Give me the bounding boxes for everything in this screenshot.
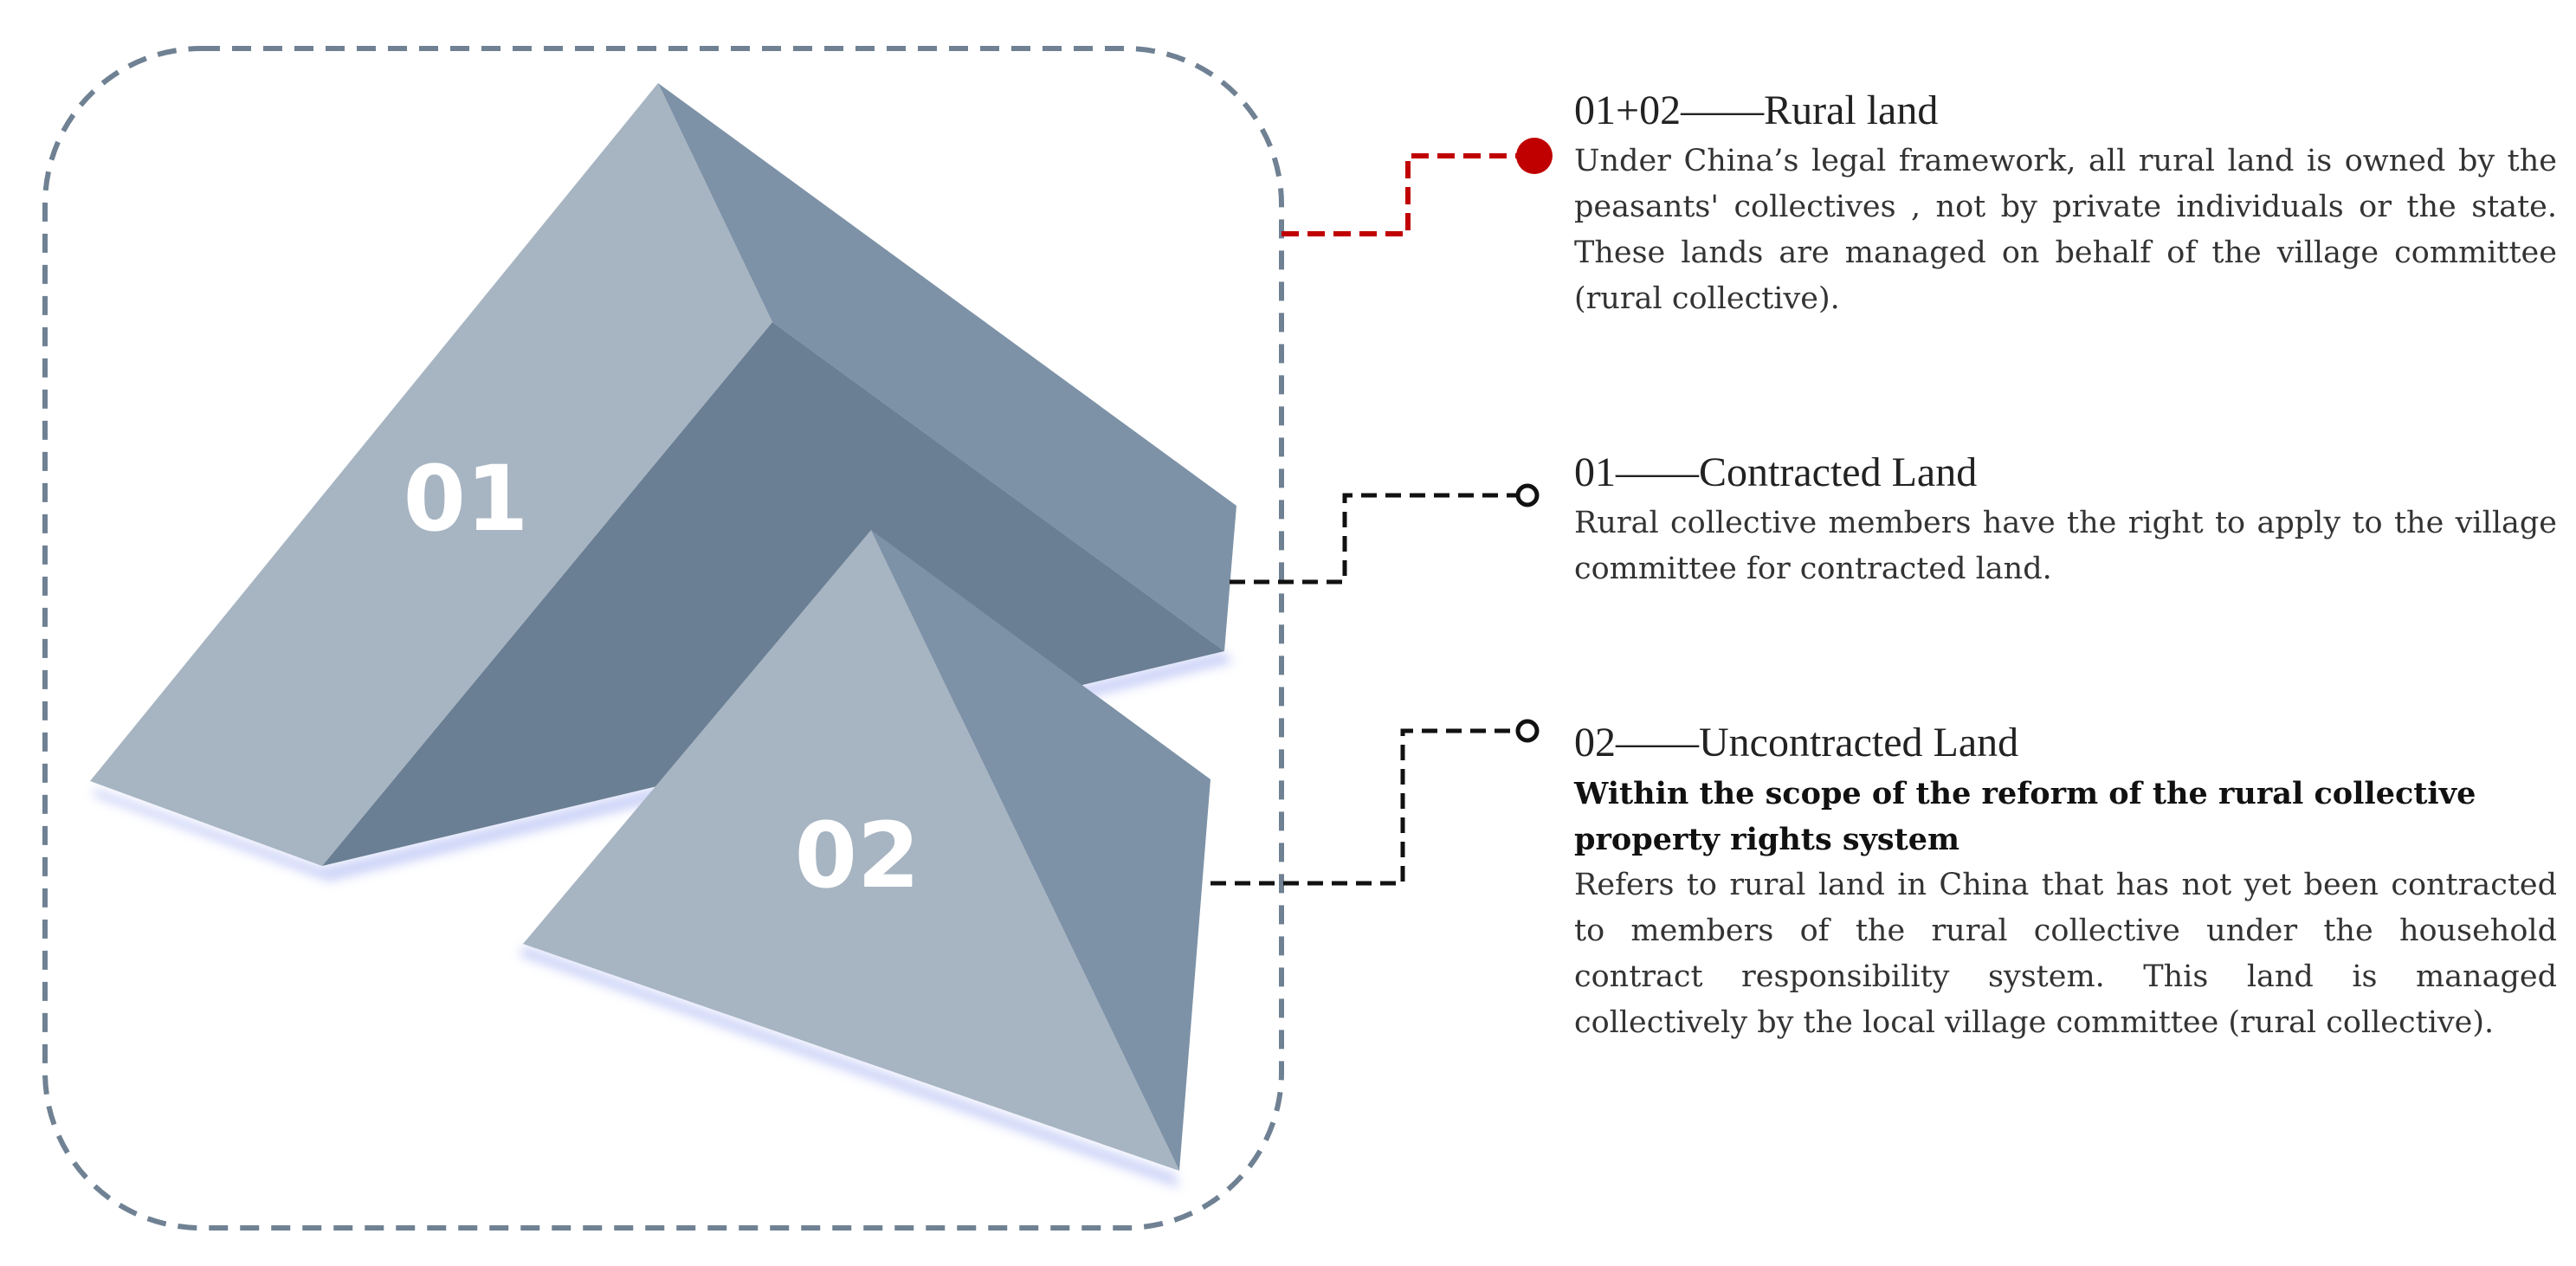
entry-rural-land: 01+02——Rural land Under China’s legal fr… bbox=[1574, 87, 2557, 322]
connector-dot-open bbox=[1515, 483, 1540, 507]
connector-rural-land bbox=[1282, 138, 1553, 236]
entry-description: Refers to rural land in China that has n… bbox=[1574, 868, 2557, 1040]
shape-02-right-face bbox=[871, 530, 1211, 1171]
shape-02-left-face bbox=[523, 530, 1179, 1171]
connector-contracted-land bbox=[1230, 483, 1540, 585]
connector-dot-open bbox=[1515, 719, 1540, 743]
entry-description: Under China’s legal framework, all rural… bbox=[1574, 144, 2557, 316]
entry-bold-note: Within the scope of the reform of the ru… bbox=[1574, 776, 2476, 857]
entry-description: Rural collective members have the right … bbox=[1574, 506, 2557, 586]
entry-uncontracted-land: 02——Uncontracted Land Within the scope o… bbox=[1574, 719, 2557, 1046]
connector-uncontracted-land bbox=[1211, 719, 1540, 886]
shape-01-label: 01 bbox=[404, 446, 529, 552]
shape-01: 01 bbox=[90, 83, 1236, 866]
shape-shadows bbox=[94, 651, 1234, 1188]
shape-01-right-face bbox=[658, 83, 1236, 651]
dashed-frame bbox=[42, 46, 1284, 1230]
entry-title: 02——Uncontracted Land bbox=[1574, 720, 2019, 765]
shape-01-front-face bbox=[322, 322, 1224, 866]
shape-02: 02 bbox=[523, 530, 1211, 1171]
shape-01-left-face bbox=[90, 83, 772, 866]
entry-title: 01+02——Rural land bbox=[1574, 87, 1939, 133]
entry-contracted-land: 01——Contracted Land Rural collective mem… bbox=[1574, 449, 2557, 592]
entry-title: 01——Contracted Land bbox=[1574, 449, 1978, 495]
connector-dot-filled bbox=[1516, 138, 1553, 174]
shape-02-label: 02 bbox=[795, 803, 920, 908]
